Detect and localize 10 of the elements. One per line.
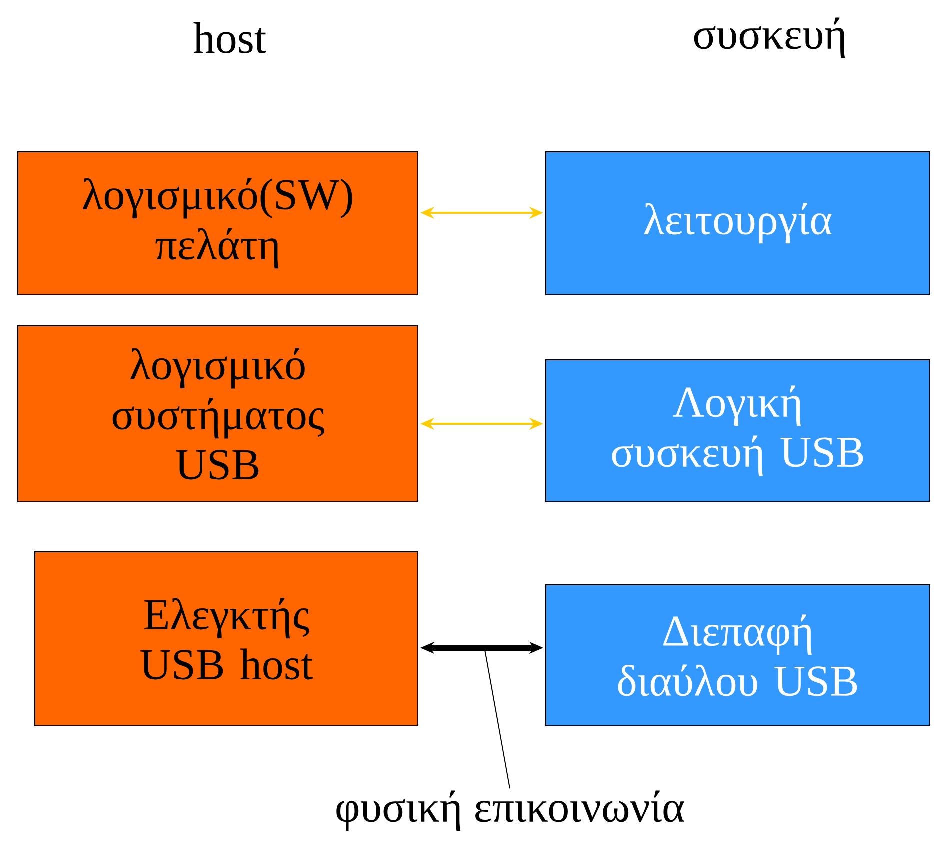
- device-layer-box: λειτουργία: [546, 152, 930, 296]
- host-layer-box: Ελεγκτής USB host: [34, 552, 418, 726]
- host-layer-box: λογισμικό συστήματος USB: [18, 326, 418, 502]
- caption-text: φυσική επικοινωνία: [336, 790, 684, 832]
- host-layer-box: λογισμικό(SW) πελάτη: [18, 152, 418, 296]
- device-layer-box: Διεπαφή διαύλου USB: [546, 584, 930, 726]
- column-heading: host: [194, 22, 266, 54]
- leader-line: [484, 650, 510, 790]
- column-heading: συσκευή: [694, 18, 846, 58]
- device-layer-box: Λογική συσκευή USB: [546, 360, 930, 502]
